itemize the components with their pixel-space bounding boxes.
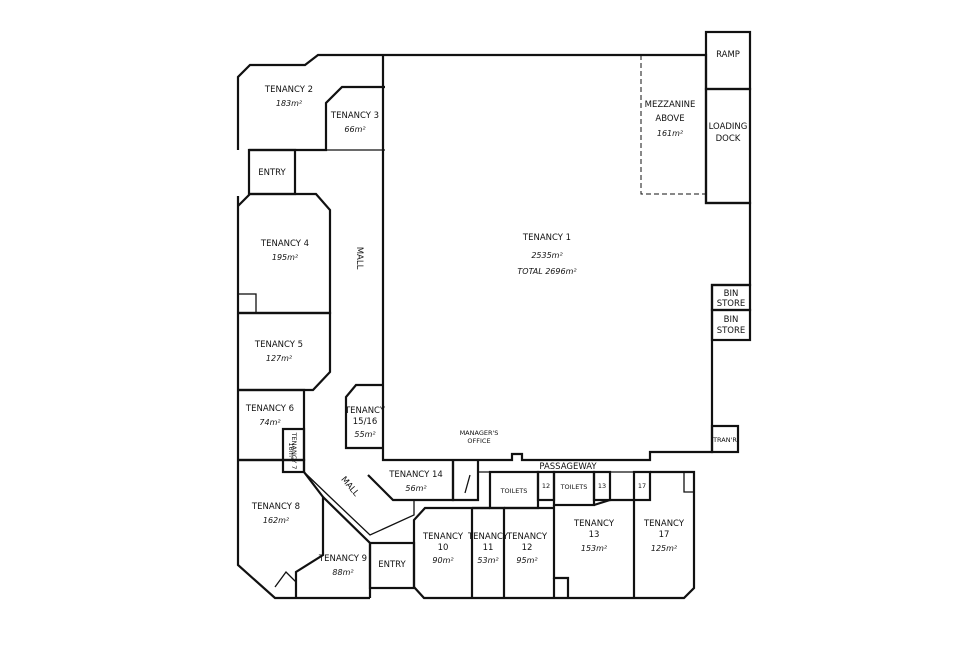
tenancy-13-num: 13 bbox=[589, 530, 600, 540]
tenancy-9-name: TENANCY 9 bbox=[318, 554, 367, 564]
tenancy-10-area: 90m² bbox=[432, 556, 454, 565]
tenancy-14[interactable]: TENANCY 14 56m² bbox=[367, 460, 455, 502]
tenancy-17-small-label: 17 bbox=[638, 482, 646, 490]
loading-dock: LOADING DOCK bbox=[704, 87, 752, 205]
bin-store-2: BIN STORE bbox=[710, 308, 752, 342]
tenancy-17-name: TENANCY bbox=[643, 519, 685, 529]
tenancy-1-area: 2535m² bbox=[531, 251, 563, 260]
entry-south[interactable]: ENTRY bbox=[368, 541, 416, 590]
tenancy-4-area: 195m² bbox=[272, 253, 299, 262]
tenancy-1-total: TOTAL 2696m² bbox=[517, 267, 577, 276]
tenancy-11-num: 11 bbox=[483, 543, 494, 553]
tenancy-5-area: 127m² bbox=[266, 354, 293, 363]
tenancy-14-name: TENANCY 14 bbox=[388, 470, 443, 480]
mezzanine-label-2: ABOVE bbox=[655, 114, 684, 124]
ramp: RAMP bbox=[704, 30, 752, 91]
tenancy-2-name: TENANCY 2 bbox=[264, 85, 313, 95]
tenancy-1-name: TENANCY 1 bbox=[522, 233, 571, 243]
managers-label-2: OFFICE bbox=[467, 437, 490, 445]
tenancy-10-name: TENANCY bbox=[422, 532, 464, 542]
tenancy-3-area: 66m² bbox=[344, 125, 366, 134]
mall-label-vertical: MALL bbox=[354, 247, 364, 270]
tenancy-4[interactable]: TENANCY 4 195m² bbox=[237, 192, 332, 315]
passageway: PASSAGEWAY bbox=[478, 462, 650, 473]
tenancy-9-area: 88m² bbox=[332, 568, 354, 577]
tenancy-8-name: TENANCY 8 bbox=[251, 502, 300, 512]
tenancy-12-num: 12 bbox=[522, 543, 533, 553]
bin-store-1-label-1: BIN bbox=[724, 289, 739, 299]
managers-label-1: MANAGER'S bbox=[460, 429, 499, 437]
tenancy-13-name: TENANCY bbox=[573, 519, 615, 529]
tenancy-3[interactable]: TENANCY 3 66m² bbox=[326, 111, 385, 151]
tenancy-13[interactable]: TENANCY 13 153m² bbox=[573, 498, 636, 598]
tenancy-12[interactable]: TENANCY 12 95m² bbox=[504, 505, 570, 598]
entry-north-label: ENTRY bbox=[258, 168, 286, 178]
loading-label-2: DOCK bbox=[716, 134, 741, 144]
bin-store-1-label-2: STORE bbox=[717, 299, 746, 309]
tenancy-13-area: 153m² bbox=[581, 544, 608, 553]
toilets-east: TOILETS bbox=[552, 470, 596, 507]
entry-south-label: ENTRY bbox=[378, 560, 406, 570]
entry-north[interactable]: ENTRY bbox=[247, 148, 297, 196]
passageway-label: PASSAGEWAY bbox=[539, 462, 597, 472]
tenancy-2[interactable]: TENANCY 2 183m² bbox=[249, 85, 385, 152]
tenancy-7-name: TENANCY 7 bbox=[290, 432, 298, 470]
svg-text:MALL: MALL bbox=[338, 475, 360, 499]
tenancy-17-num: 17 bbox=[659, 530, 670, 540]
loading-label-1: LOADING bbox=[709, 122, 748, 132]
tenancy-9[interactable]: TENANCY 9 88m² bbox=[318, 496, 372, 598]
tenancy-7[interactable]: TENANCY 7 16m² bbox=[281, 427, 306, 474]
toilets-west: TOILETS bbox=[488, 470, 540, 510]
bin-store-1: BIN STORE bbox=[710, 283, 752, 312]
bin-store-2-label-1: BIN bbox=[724, 315, 739, 325]
tenancy-1[interactable]: TENANCY 1 2535m² TOTAL 2696m² bbox=[381, 53, 752, 462]
tenancy-1516-name: TENANCY bbox=[344, 406, 386, 416]
tenancy-3-name: TENANCY 3 bbox=[330, 111, 379, 121]
tenancy-6-area: 74m² bbox=[259, 418, 281, 427]
tenancy-1516-num: 15/16 bbox=[353, 417, 378, 427]
tenancy-11-area: 53m² bbox=[477, 556, 499, 565]
outer-wall-west bbox=[236, 53, 385, 150]
tenancy-5[interactable]: TENANCY 5 127m² bbox=[238, 311, 332, 392]
bin-store-2-label-2: STORE bbox=[717, 326, 746, 336]
tenancy-12-name: TENANCY bbox=[506, 532, 548, 542]
toilet-13: 13 bbox=[592, 470, 612, 502]
tenancy-2-area: 183m² bbox=[276, 99, 303, 108]
toilet-13-label: 13 bbox=[598, 482, 606, 490]
mezzanine-area: 161m² bbox=[657, 129, 684, 138]
toilet-12-label: 12 bbox=[542, 482, 550, 490]
tenancy-15-16[interactable]: TENANCY 15/16 55m² bbox=[344, 383, 386, 450]
tenancy-8-area: 162m² bbox=[263, 516, 290, 525]
tenancy-12-area: 95m² bbox=[516, 556, 538, 565]
mezzanine: MEZZANINE ABOVE 161m² bbox=[640, 55, 706, 195]
tenancy-11-name: TENANCY bbox=[467, 532, 509, 542]
ramp-label: RAMP bbox=[716, 50, 740, 60]
outer-wall-south bbox=[413, 470, 696, 600]
tenancy-17-area: 125m² bbox=[651, 544, 678, 553]
svg-text:MALL: MALL bbox=[354, 247, 364, 270]
toilets-west-label: TOILETS bbox=[500, 487, 528, 495]
mall-wall-lower bbox=[303, 471, 453, 536]
mall-label-diagonal: MALL bbox=[338, 475, 360, 499]
tenancy-10-num: 10 bbox=[438, 543, 449, 553]
transformer: TRAN'R bbox=[710, 424, 740, 454]
tenancy-14-area: 56m² bbox=[405, 484, 427, 493]
tenancy-17[interactable]: 17 TENANCY 17 125m² bbox=[632, 470, 694, 553]
tenancy-10[interactable]: TENANCY 10 90m² bbox=[412, 506, 490, 598]
outer-wall-west-2 bbox=[236, 196, 370, 600]
tenancy-4-name: TENANCY 4 bbox=[260, 239, 309, 249]
tenancy-7-area: 16m² bbox=[287, 442, 295, 460]
tenancy-6-name: TENANCY 6 bbox=[245, 404, 294, 414]
toilet-12: 12 bbox=[536, 470, 556, 502]
toilets-east-label: TOILETS bbox=[560, 483, 588, 491]
tenancy-1516-area: 55m² bbox=[354, 430, 376, 439]
tenancy-5-name: TENANCY 5 bbox=[254, 340, 303, 350]
managers-office[interactable]: MANAGER'S OFFICE bbox=[451, 429, 499, 502]
transformer-label: TRAN'R bbox=[712, 436, 737, 444]
mezzanine-label-1: MEZZANINE bbox=[645, 100, 696, 110]
tenancy-11[interactable]: TENANCY 11 53m² bbox=[467, 506, 509, 598]
